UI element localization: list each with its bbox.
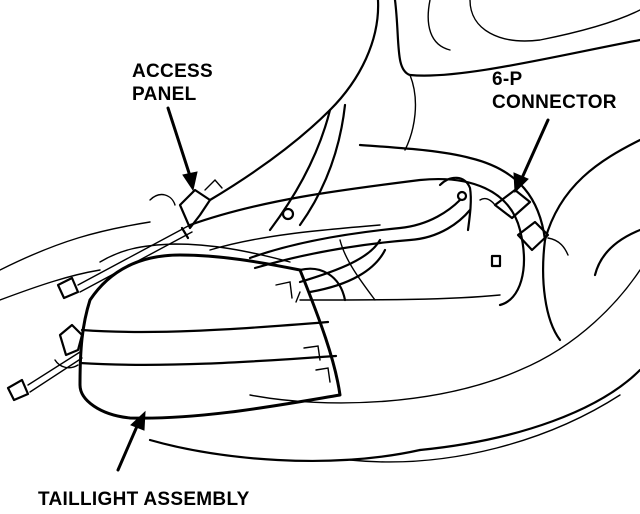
taillight-assembly-label: TAILLIGHT ASSEMBLY: [38, 489, 250, 510]
taillight-opening: [188, 178, 525, 307]
taillight-arrow: [116, 410, 146, 472]
six-pin-connector: [479, 188, 569, 256]
mounting-bolt-upper: [56, 224, 193, 300]
connector-label-line2: CONNECTOR: [492, 92, 617, 113]
connector-label: 6-P CONNECTOR: [492, 68, 617, 114]
taillight-assembly-shape: [78, 243, 347, 420]
connector-label-line1: 6-P: [492, 69, 523, 90]
wire-harness: [248, 198, 472, 301]
connector-arrow: [513, 118, 550, 194]
lower-mount-clip: [54, 323, 84, 369]
access-panel-label: ACCESS PANEL: [132, 60, 213, 106]
car-body: [0, 0, 640, 463]
bulb-socket: [438, 176, 502, 268]
access-panel-arrow: [166, 106, 198, 192]
access-panel-label-line1: ACCESS: [132, 61, 213, 82]
access-panel-label-line2: PANEL: [132, 84, 197, 105]
access-panel-clip: [149, 178, 223, 240]
mounting-hole: [281, 207, 295, 221]
mounting-bolt-lower: [6, 351, 83, 402]
